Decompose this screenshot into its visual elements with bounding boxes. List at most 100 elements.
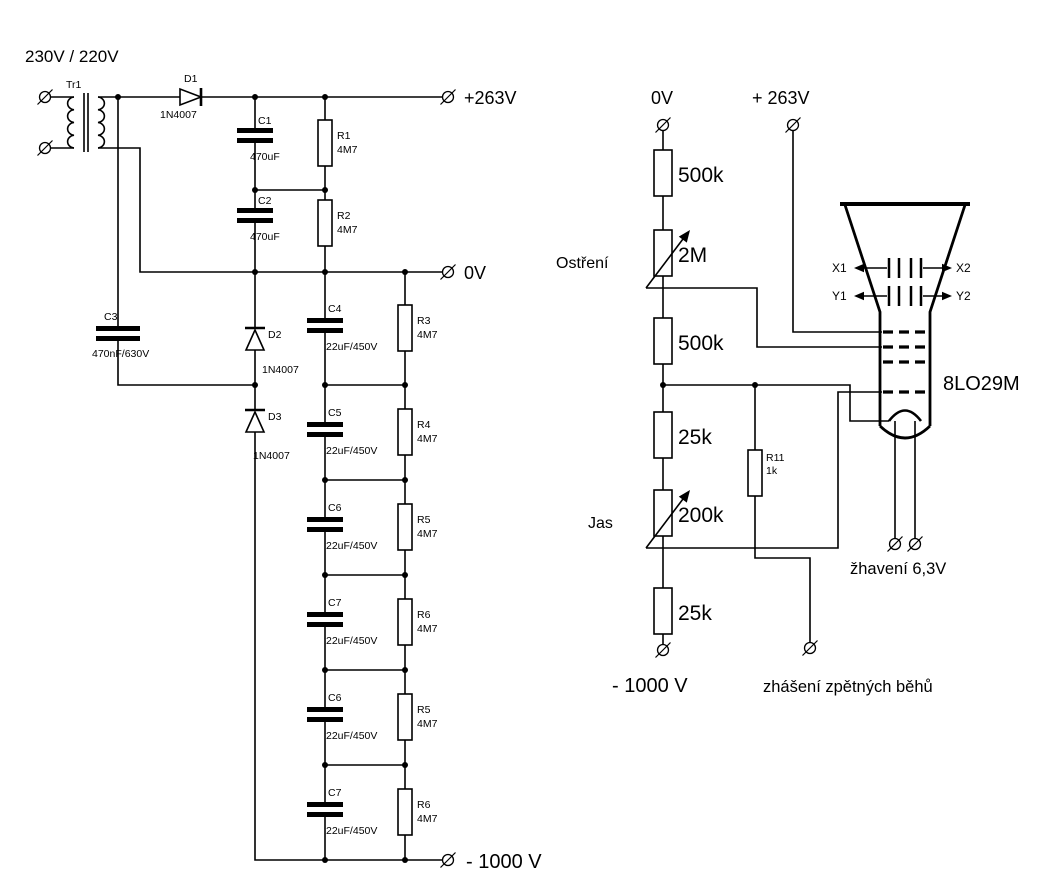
resistor-r1-ref: R1	[337, 130, 351, 142]
cap-ref: C5	[328, 407, 342, 419]
secondary-winding	[97, 96, 106, 149]
rail-plus263v-label: +263V	[464, 88, 517, 108]
res-value: 4M7	[417, 813, 438, 825]
divider-value: 25k	[678, 426, 712, 449]
rail-minus1000v-label: - 1000 V	[466, 851, 542, 873]
divider-resistor-25k-2: 25k	[653, 587, 712, 635]
cap-value: 22uF/450V	[326, 730, 377, 742]
right-plus263v-label: + 263V	[752, 88, 810, 108]
cap-value: 22uF/450V	[326, 540, 377, 552]
right-minus1000v-label: - 1000 V	[612, 675, 688, 697]
divider-value: 500k	[678, 164, 724, 187]
diode-d3-part: 1N4007	[253, 450, 290, 462]
diode-d1: D1 1N4007	[160, 73, 204, 121]
left-wires	[50, 96, 443, 861]
capacitor-c2-ref: C2	[258, 195, 272, 207]
res-value: 4M7	[417, 528, 438, 540]
resistor-r11-ref: R11	[766, 452, 785, 464]
x2-label: X2	[956, 261, 971, 275]
ladder-capacitor-c5: C5 22uF/450V	[307, 407, 377, 457]
cap-value: 22uF/450V	[326, 635, 377, 647]
left-junction-dots	[115, 94, 408, 863]
cap-value: 22uF/450V	[326, 445, 377, 457]
rail-0v-label: 0V	[464, 263, 486, 283]
transformer-ref: Tr1	[66, 79, 82, 91]
right-0v-label: 0V	[651, 88, 673, 108]
divider-resistor-500k-1: 500k	[653, 149, 724, 197]
x1-label: X1	[832, 261, 847, 275]
divider-resistor-500k-2: 500k	[653, 317, 724, 365]
res-ref: R6	[417, 799, 431, 811]
cap-ref: C4	[328, 303, 342, 315]
x-deflection-plates: X1 X2	[832, 258, 971, 278]
focus-label: Ostření	[556, 255, 609, 272]
primary-winding	[66, 96, 75, 149]
res-value: 4M7	[417, 433, 438, 445]
resistor-r11: R11 1k	[747, 449, 785, 497]
resistor-r2-value: 4M7	[337, 224, 358, 236]
ladder-resistor-r3: R3 4M7	[397, 304, 438, 352]
capacitor-c3-ref: C3	[104, 311, 118, 323]
capacitor-c2-value: 470uF	[250, 231, 280, 243]
ladder-resistor-r5: R5 4M7	[397, 503, 438, 551]
capacitor-c1-value: 470uF	[250, 151, 280, 163]
crt-electrodes	[883, 330, 927, 422]
ladder-capacitor-c7: C7 22uF/450V	[307, 597, 377, 647]
ladder-capacitor-c6: C6 22uF/450V	[307, 502, 377, 552]
brightness-potentiometer-200k: 200k	[645, 489, 724, 549]
ladder-capacitor-c4: C4 22uF/450V	[307, 303, 377, 353]
ladder-resistor-r4: R4 4M7	[397, 408, 438, 456]
res-value: 4M7	[417, 718, 438, 730]
cap-value: 22uF/450V	[326, 825, 377, 837]
diode-d2: D2 1N4007	[244, 326, 299, 376]
right-circuit: 0V + 263V 500k 2M Ostření 500k 25k 200k	[556, 88, 1020, 697]
capacitor-c2: C2 470uF	[237, 195, 280, 243]
y2-label: Y2	[956, 289, 971, 303]
diode-d1-part: 1N4007	[160, 109, 197, 121]
y1-label: Y1	[832, 289, 847, 303]
mains-voltage-label: 230V / 220V	[25, 47, 119, 66]
capacitor-c1: C1 470uF	[237, 115, 280, 163]
resistor-r11-value: 1k	[766, 465, 778, 477]
resistor-r1-value: 4M7	[337, 144, 358, 156]
ladder-resistor-r5b: R5 4M7	[397, 693, 438, 741]
divider-value: 200k	[678, 504, 724, 527]
res-value: 4M7	[417, 329, 438, 341]
transformer-tr1: Tr1	[66, 79, 106, 152]
diode-d3-ref: D3	[268, 411, 282, 423]
ladder-capacitor-c6b: C6 22uF/450V	[307, 692, 377, 742]
focus-potentiometer-2m: 2M	[645, 229, 707, 289]
cap-ref: C7	[328, 787, 342, 799]
resistor-r2: R2 4M7	[317, 199, 358, 247]
crt-neck-bottom	[879, 424, 931, 440]
diode-d3: D3 1N4007	[244, 408, 290, 462]
resistor-r2-ref: R2	[337, 210, 351, 222]
capacitor-c3: C3 470nF/630V	[92, 311, 149, 360]
cap-ref: C6	[328, 692, 342, 704]
cathode-dome	[887, 409, 923, 422]
ladder-resistor-r6: R6 4M7	[397, 598, 438, 646]
res-value: 4M7	[417, 623, 438, 635]
diode-d2-ref: D2	[268, 329, 282, 341]
right-junction-dots	[660, 382, 758, 388]
res-ref: R5	[417, 704, 431, 716]
diode-d2-part: 1N4007	[262, 364, 299, 376]
blanking-label: zhášení zpětných běhů	[763, 678, 933, 696]
crt-left-wall	[843, 204, 882, 426]
divider-resistor-25k-1: 25k	[653, 411, 712, 459]
divider-value: 2M	[678, 244, 707, 267]
res-ref: R6	[417, 609, 431, 621]
res-ref: R3	[417, 315, 431, 327]
crt-right-wall	[928, 204, 967, 426]
res-ref: R5	[417, 514, 431, 526]
capacitor-c1-ref: C1	[258, 115, 272, 127]
y-deflection-plates: Y1 Y2	[832, 286, 971, 306]
crt-tube: X1 X2 Y1 Y2	[832, 202, 1020, 440]
cap-ref: C6	[328, 502, 342, 514]
resistor-r1: R1 4M7	[317, 119, 358, 167]
cap-ref: C7	[328, 597, 342, 609]
right-wires	[646, 130, 916, 644]
brightness-label: Jas	[588, 515, 613, 532]
divider-value: 25k	[678, 602, 712, 625]
